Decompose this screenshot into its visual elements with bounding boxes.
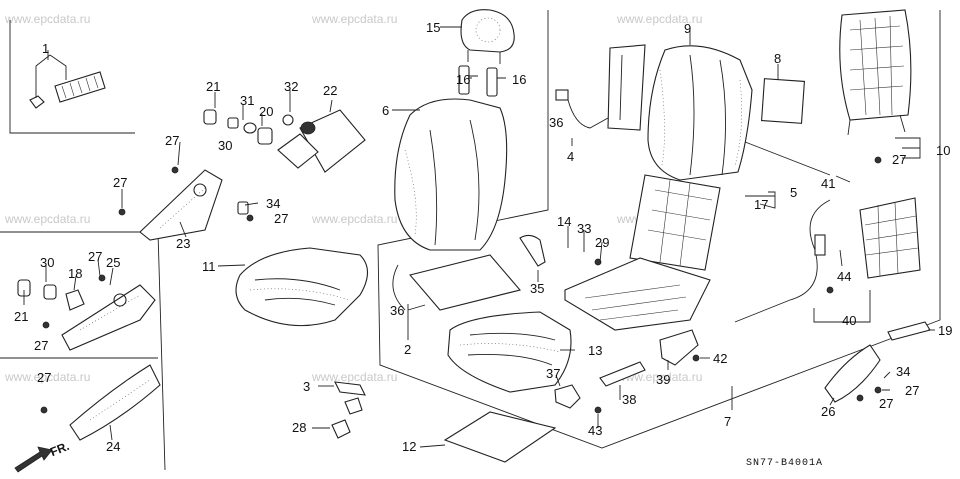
part-label-33[interactable]: 33 — [577, 221, 592, 236]
part-22-recliner-covers — [277, 109, 366, 173]
part-label-37[interactable]: 37 — [546, 366, 561, 381]
part-label-38[interactable]: 38 — [622, 392, 637, 407]
part-11-seat-cushion — [235, 247, 369, 327]
part-label-39[interactable]: 39 — [656, 372, 671, 387]
watermark: www.epcdata.ru — [312, 12, 398, 26]
direction-arrow-icon — [14, 446, 53, 473]
part-label-16[interactable]: 16 — [512, 72, 527, 87]
part-label-31[interactable]: 31 — [240, 93, 255, 108]
part-39-bracket — [659, 329, 699, 366]
part-label-35[interactable]: 35 — [530, 281, 545, 296]
part-40-lumbar-cable — [734, 197, 921, 323]
part-24-recliner-cover — [69, 364, 161, 441]
part-label-4[interactable]: 4 — [567, 149, 575, 164]
part-label-27[interactable]: 27 — [905, 383, 920, 398]
part-37-bracket — [554, 384, 581, 409]
part-label-11[interactable]: 11 — [202, 259, 216, 274]
part-label-44[interactable]: 44 — [837, 269, 852, 284]
part-label-41[interactable]: 41 — [821, 176, 836, 191]
part-label-27[interactable]: 27 — [34, 338, 49, 353]
part-label-19[interactable]: 19 — [938, 323, 953, 338]
part-label-3[interactable]: 3 — [303, 379, 311, 394]
part-label-20[interactable]: 20 — [259, 104, 274, 119]
part-label-27[interactable]: 27 — [879, 396, 894, 411]
leader-lines — [23, 26, 935, 448]
watermark: www.epcdata.ru — [617, 12, 703, 26]
part-9-seatback-cover — [647, 45, 753, 181]
part-label-15[interactable]: 15 — [426, 20, 441, 35]
part-label-40[interactable]: 40 — [842, 313, 857, 328]
watermark: www.epcdata.ru — [617, 370, 703, 384]
part-label-27[interactable]: 27 — [37, 370, 52, 385]
part-27-bolts — [40, 156, 882, 414]
part-label-23[interactable]: 23 — [176, 236, 191, 251]
part-4-back-harness — [555, 44, 646, 131]
part-label-17[interactable]: 17 — [754, 197, 769, 212]
part-label-30[interactable]: 30 — [40, 255, 55, 270]
part-23-recliner — [139, 169, 223, 241]
part-label-6[interactable]: 6 — [382, 103, 390, 118]
part-label-34[interactable]: 34 — [896, 364, 911, 379]
part-38-cable — [599, 361, 646, 387]
part-label-36[interactable]: 36 — [390, 303, 405, 318]
part-label-28[interactable]: 28 — [292, 420, 307, 435]
part-label-10[interactable]: 10 — [936, 143, 951, 158]
part-label-13[interactable]: 13 — [588, 343, 603, 358]
part-36-cushion-harness — [392, 254, 521, 311]
part-label-21[interactable]: 21 — [206, 79, 221, 94]
part-25-recliner-lower — [61, 284, 156, 351]
part-8-pad — [760, 78, 806, 124]
part-13-cushion-cover — [447, 311, 572, 393]
part-label-30[interactable]: 30 — [218, 138, 233, 153]
part-label-7[interactable]: 7 — [724, 414, 732, 429]
part-10-back-panel — [839, 9, 912, 136]
part-18-21-30-lower-fasteners — [17, 279, 85, 311]
part-label-36[interactable]: 36 — [549, 115, 564, 130]
part-label-26[interactable]: 26 — [821, 404, 836, 419]
part-label-32[interactable]: 32 — [284, 79, 299, 94]
diagram-code: SN77-B4001A — [746, 458, 824, 469]
part-label-42[interactable]: 42 — [713, 351, 728, 366]
watermark: www.epcdata.ru — [312, 212, 398, 226]
part-label-16[interactable]: 16 — [456, 72, 471, 87]
part-label-27[interactable]: 27 — [113, 175, 128, 190]
part-1-clip — [29, 54, 106, 109]
part-12-pad — [443, 411, 557, 463]
part-35-band — [519, 234, 546, 267]
part-label-29[interactable]: 29 — [595, 235, 610, 250]
part-label-25[interactable]: 25 — [106, 255, 121, 270]
part-label-27[interactable]: 27 — [274, 211, 289, 226]
part-label-8[interactable]: 8 — [774, 51, 782, 66]
part-label-5[interactable]: 5 — [790, 185, 798, 200]
part-5-seatback-frame — [564, 174, 721, 331]
watermark: www.epcdata.ru — [5, 12, 91, 26]
part-20-21-31-32-fasteners — [203, 109, 294, 145]
part-label-22[interactable]: 22 — [323, 83, 338, 98]
part-label-14[interactable]: 14 — [557, 214, 572, 229]
part-label-24[interactable]: 24 — [106, 439, 121, 454]
part-label-1[interactable]: 1 — [42, 41, 50, 56]
part-label-34[interactable]: 34 — [266, 196, 281, 211]
watermark: www.epcdata.ru — [312, 370, 398, 384]
part-label-27[interactable]: 27 — [88, 249, 103, 264]
watermark: www.epcdata.ru — [5, 212, 91, 226]
part-label-21[interactable]: 21 — [14, 309, 29, 324]
part-label-43[interactable]: 43 — [588, 423, 603, 438]
part-34-bolt — [237, 201, 249, 215]
part-label-27[interactable]: 27 — [892, 152, 907, 167]
watermark: www.epcdata.ru — [5, 370, 91, 384]
part-label-18[interactable]: 18 — [68, 266, 83, 281]
part-label-2[interactable]: 2 — [404, 342, 412, 357]
part-6-seatback-pad — [394, 98, 508, 251]
part-3-28-hooks — [331, 381, 366, 439]
part-label-12[interactable]: 12 — [402, 439, 417, 454]
part-19-cover — [887, 321, 931, 341]
part-26-cover — [824, 344, 881, 403]
part-15-headrest — [460, 9, 515, 64]
part-label-27[interactable]: 27 — [165, 133, 180, 148]
part-label-9[interactable]: 9 — [684, 21, 692, 36]
